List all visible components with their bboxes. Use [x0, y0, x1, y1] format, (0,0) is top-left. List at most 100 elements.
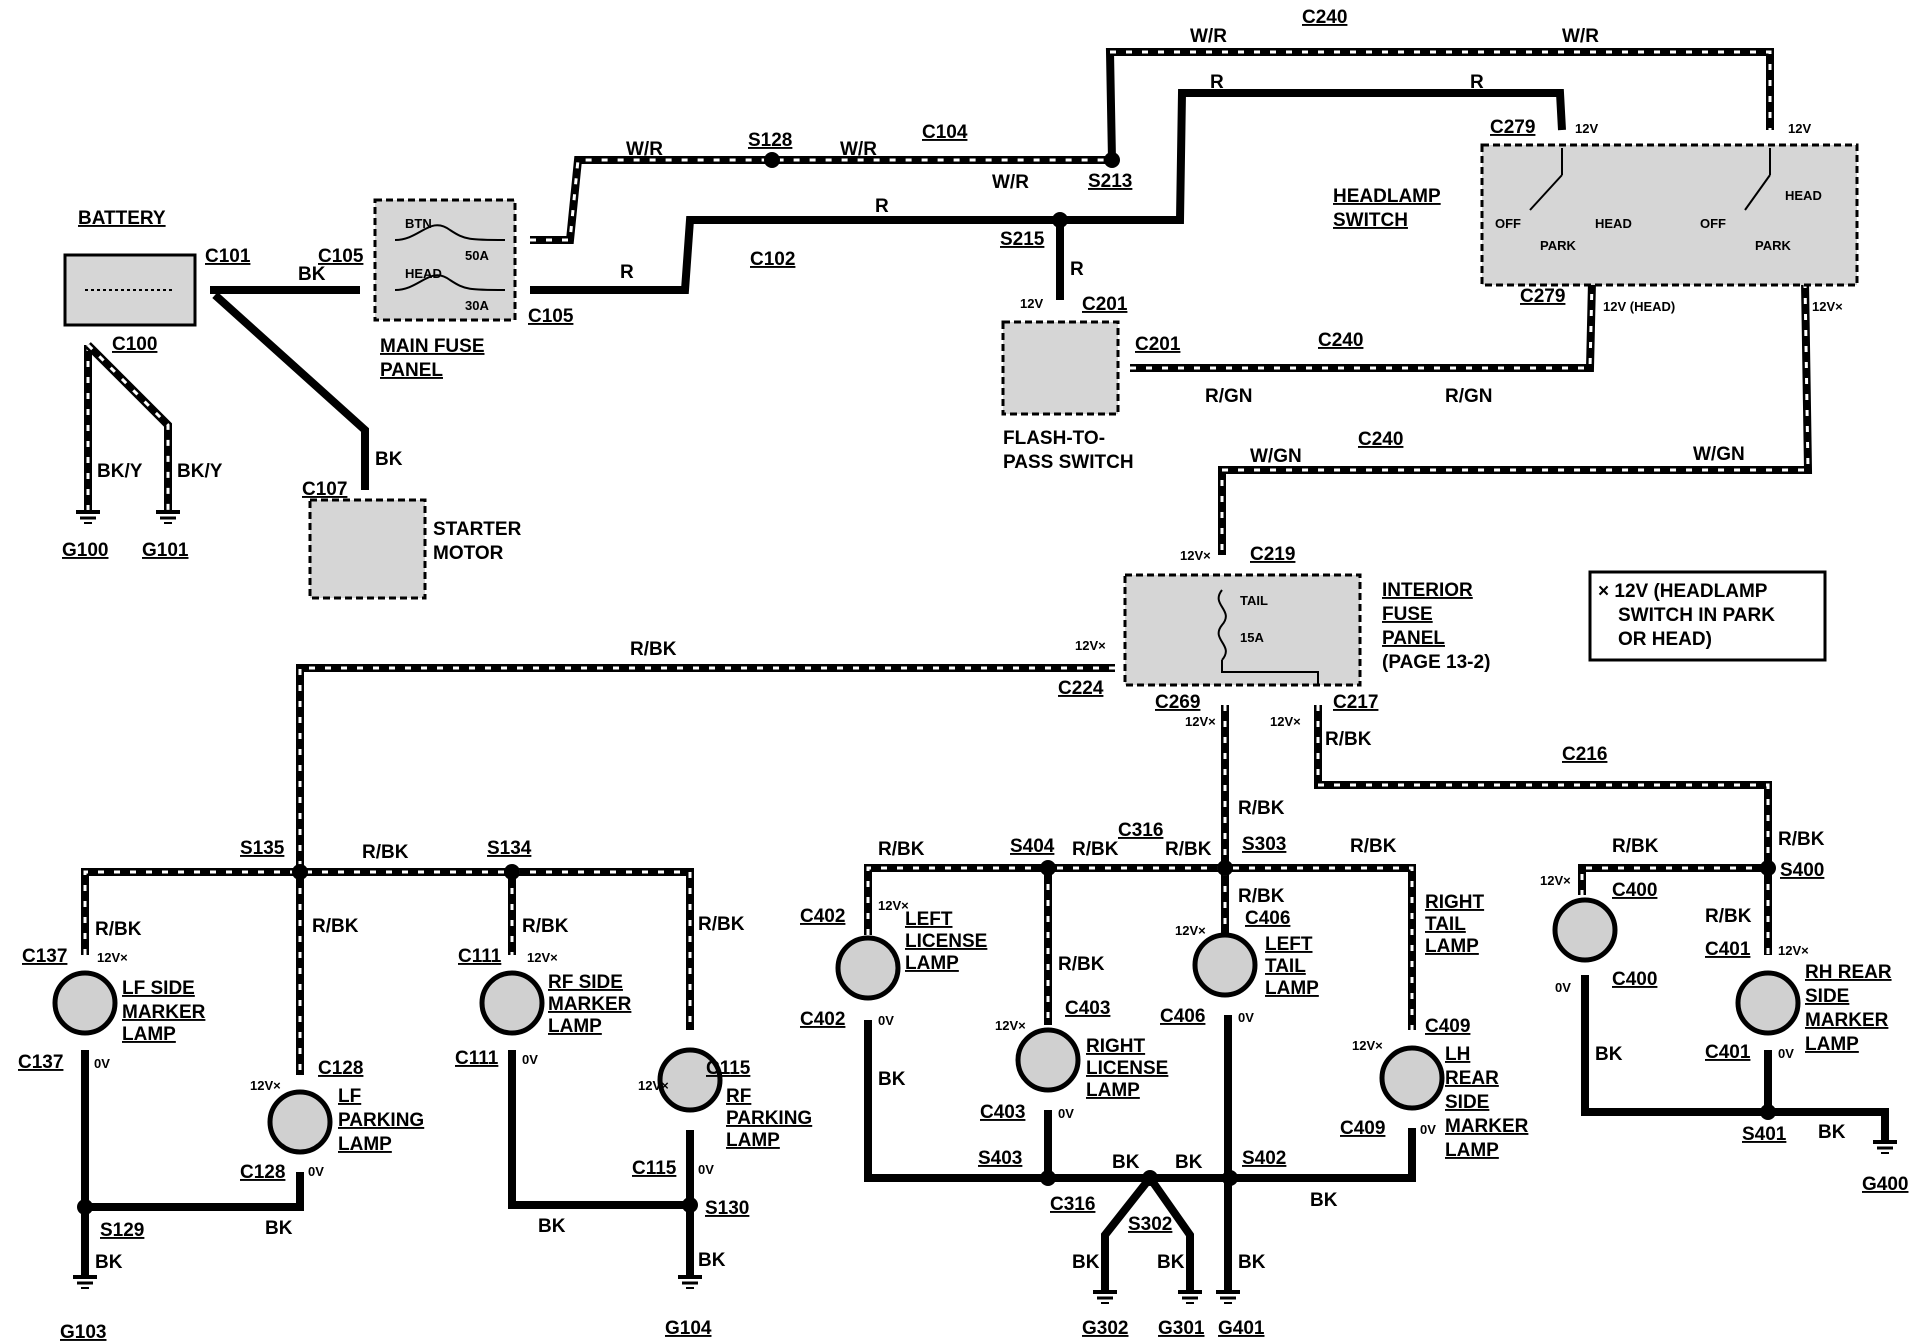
c401-label-2: C401 — [1705, 1042, 1751, 1063]
left-tail-label-3: LAMP — [1265, 978, 1319, 999]
switch-park-label-1: PARK — [1540, 238, 1576, 253]
starter-motor-label-1: STARTER — [433, 519, 522, 540]
lh-rear-label-3: SIDE — [1445, 1092, 1489, 1113]
ground-g101-icon — [156, 510, 180, 524]
v-0v-5: 0V — [878, 1013, 894, 1028]
starter-motor-body — [308, 498, 427, 600]
s129-label: S129 — [100, 1220, 144, 1241]
voltage-labels: 12V 12V 12V 12V (HEAD) 12V× 12V× 12V× 12… — [94, 121, 1843, 1179]
wire-label-rbk-12: R/BK — [1238, 798, 1285, 819]
v-12vx-4: 12V× — [1185, 714, 1216, 729]
right-tail-label-2: TAIL — [1425, 914, 1466, 935]
c101-label: C101 — [205, 246, 251, 267]
c401-label-1: C401 — [1705, 939, 1751, 960]
v-0v-10: 0V — [1778, 1046, 1794, 1061]
note-box-border — [1588, 570, 1827, 662]
wire-label-bk-15: BK — [1818, 1122, 1846, 1143]
splice-s403 — [1040, 1170, 1056, 1186]
interior-fuse-panel: TAIL 15A INTERIOR FUSE PANEL (PAGE 13-2) — [1123, 573, 1490, 687]
lh-rear-label-1: LH — [1445, 1044, 1470, 1065]
wire-label-bk-13: BK — [1238, 1252, 1266, 1273]
wires — [81, 48, 1889, 1290]
ground-g103-icon — [73, 1275, 97, 1289]
wire-label-rbk-17: R/BK — [1705, 906, 1752, 927]
lamp-right-license — [1015, 1027, 1081, 1093]
headlamp-switch: OFF PARK HEAD OFF PARK HEAD HEADLAMP SWI… — [1333, 143, 1859, 287]
c107-label: C107 — [302, 479, 347, 500]
wire-wgn — [1218, 281, 1813, 555]
c402-label-2: C402 — [800, 1009, 845, 1030]
wire-label-wr-2: W/R — [840, 139, 877, 160]
wire-label-wgn-2: W/GN — [1693, 444, 1745, 465]
ground-g104-icon — [678, 1275, 702, 1289]
wire-label-rbk-14: R/BK — [1325, 729, 1372, 750]
s404-label: S404 — [1010, 836, 1055, 857]
starter-motor-label-2: MOTOR — [433, 543, 504, 564]
switch-head-label-2: HEAD — [1785, 188, 1822, 203]
c111-label-1: C111 — [458, 946, 502, 967]
wire-label-r-1: R — [620, 262, 634, 283]
lamp-rh-rear-side-marker — [1735, 970, 1801, 1036]
wire-label-wr-4: W/R — [1190, 26, 1227, 47]
ground-g301-icon — [1178, 1290, 1202, 1304]
rh-rear-label-2: SIDE — [1805, 986, 1849, 1007]
v-12vx-3: 12V× — [1075, 638, 1106, 653]
s402-label: S402 — [1242, 1148, 1286, 1169]
lamps: LF SIDE MARKER LAMP LF PARKING LAMP RF S… — [52, 892, 1892, 1161]
wire-c101-starter — [212, 292, 369, 490]
wire-label-bky-2: BK/Y — [177, 461, 223, 482]
s135-label: S135 — [240, 838, 285, 859]
wire-bk-s302-g301 — [1146, 1175, 1194, 1290]
splice-s135 — [292, 864, 308, 880]
note-line-1: × 12V (HEADLAMP — [1598, 581, 1768, 602]
c201-label-1: C201 — [1082, 294, 1128, 315]
g302-label: G302 — [1082, 1318, 1128, 1339]
c137-label-1: C137 — [22, 946, 67, 967]
v-0v-4: 0V — [698, 1162, 714, 1177]
g401-label: G401 — [1218, 1318, 1265, 1339]
g104-label: G104 — [665, 1318, 712, 1339]
c217-label: C217 — [1333, 692, 1378, 713]
v-0v-3: 0V — [522, 1052, 538, 1067]
v-12vx-6: 12V× — [97, 950, 128, 965]
c115-label-2: C115 — [632, 1158, 677, 1179]
lf-side-marker-label-3: LAMP — [122, 1024, 176, 1045]
c219-label: C219 — [1250, 544, 1295, 565]
lh-rear-label-4: MARKER — [1445, 1116, 1529, 1137]
v-12vx-14: 12V× — [1540, 873, 1571, 888]
splice-s134 — [504, 864, 520, 880]
c240-label-1: C240 — [1302, 7, 1347, 28]
v-0v-7: 0V — [1238, 1010, 1254, 1025]
wire-r-top — [1060, 89, 1566, 224]
main-fuse-panel-label-2: PANEL — [380, 360, 443, 381]
v-0v-1: 0V — [94, 1056, 110, 1071]
wire-label-rbk-4: R/BK — [312, 916, 359, 937]
wire-label-wgn-1: W/GN — [1250, 446, 1302, 467]
wire-label-r-5: R — [1070, 259, 1084, 280]
c201-label-2: C201 — [1135, 334, 1181, 355]
lamp-lh-rear-side-marker — [1379, 1045, 1445, 1111]
rh-rear-label-1: RH REAR — [1805, 962, 1892, 983]
wire-label-bk-11: BK — [1072, 1252, 1100, 1273]
note-line-3: OR HEAD) — [1618, 629, 1712, 650]
v-12vx-12: 12V× — [1175, 923, 1206, 938]
switch-head-label-1: HEAD — [1595, 216, 1632, 231]
c104-label: C104 — [922, 122, 968, 143]
wire-bk-s302-g302 — [1101, 1175, 1154, 1290]
flash-to-pass-switch: FLASH-TO- PASS SWITCH — [1001, 320, 1134, 473]
v-12v-c279: 12V — [1575, 121, 1598, 136]
lamp-rf-parking — [657, 1047, 723, 1113]
wire-label-r-2: R — [875, 196, 889, 217]
wire-color-labels: BK BK BK/Y BK/Y W/R W/R W/R W/R W/R R R … — [95, 26, 1846, 1273]
main-fuse-panel: BTN 50A HEAD 30A MAIN FUSE PANEL — [373, 198, 517, 381]
left-tail-label-2: TAIL — [1265, 956, 1306, 977]
splices-dots — [77, 152, 1776, 1215]
wire-label-bk-5: BK — [538, 1216, 566, 1237]
connector-labels: C100 C101 C105 C105 C107 C102 C104 C240 … — [18, 7, 1751, 1215]
wire-label-r-3: R — [1210, 72, 1224, 93]
v-12vx-7: 12V× — [250, 1078, 281, 1093]
splice-s215 — [1052, 212, 1068, 228]
wire-label-rbk-13: R/BK — [1238, 886, 1285, 907]
c316-label-2: C316 — [1050, 1194, 1095, 1215]
wire-rbk-s400-c400 — [1578, 864, 1768, 895]
